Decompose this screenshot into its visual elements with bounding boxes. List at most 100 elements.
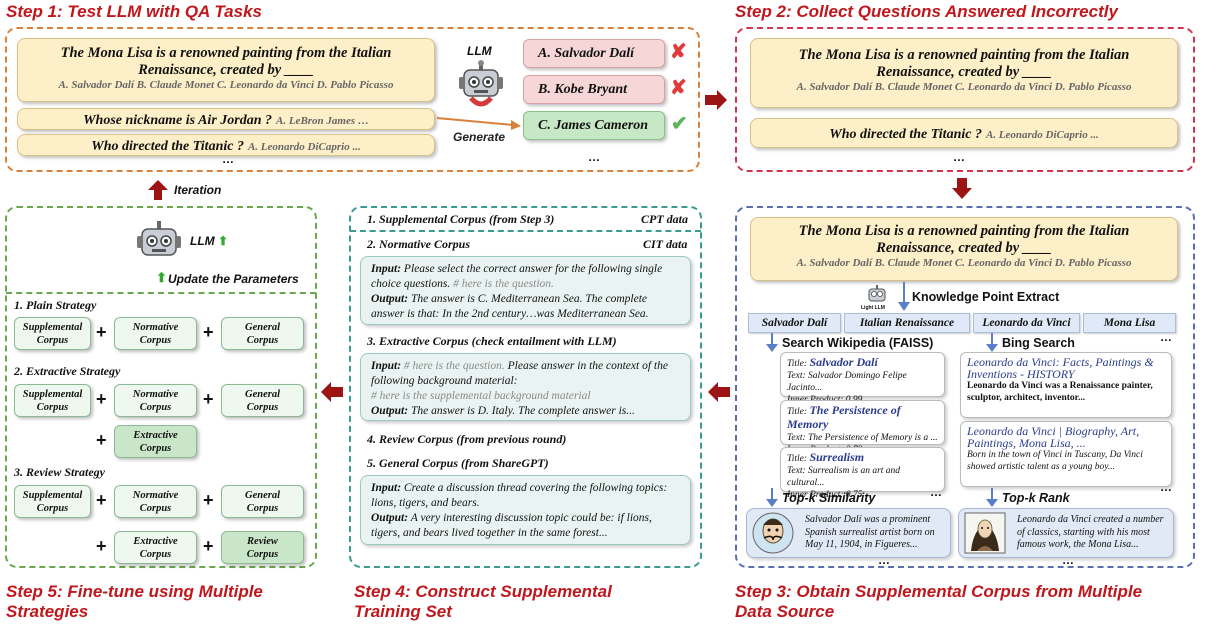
- step1-question-card: The Mona Lisa is a renowned painting fro…: [17, 38, 435, 102]
- input-label: Input:: [371, 482, 402, 494]
- step1-title: Step 1: Test LLM with QA Tasks: [6, 2, 262, 21]
- flow-arrow-down-icon: [952, 178, 972, 199]
- flow-arrow-left-icon: [321, 382, 343, 402]
- cit-data-tag: CIT data: [643, 237, 688, 251]
- rev-l1: Review: [247, 535, 278, 547]
- step1-questions-dots: …: [222, 152, 234, 166]
- step3-panel: [735, 206, 1195, 568]
- q2-text: Whose nickname is Air Jordan ?: [83, 113, 272, 128]
- answer-1-text: A. Salvador Dalí: [538, 46, 635, 61]
- output-text: The answer is C. Mediterranean Sea. The …: [371, 293, 649, 320]
- iteration-arrow-up-icon: [148, 180, 168, 200]
- summary-left-dots: …: [878, 553, 890, 567]
- output-label: Output:: [371, 405, 409, 417]
- cpt-data-tag: CPT data: [641, 212, 688, 226]
- generate-arrow: [436, 117, 521, 130]
- strategy-title-extractive: 2. Extractive Strategy: [14, 364, 121, 378]
- flow-arrow-right-icon: [705, 90, 727, 110]
- wiki-dots: …: [930, 485, 942, 499]
- question-line1: The Mona Lisa is a renowned painting fro…: [798, 47, 1130, 63]
- bing-title: Leonardo da Vinci | Biography, Art, Pain…: [967, 424, 1140, 450]
- input-placeholder: # here is the question.: [403, 360, 505, 372]
- plus-sign: +: [203, 536, 214, 556]
- step1-question3-card: Who directed the Titanic ? A. Leonardo D…: [17, 134, 435, 156]
- wiki-text: Text: Salvador Domingo Felipe Jacinto...: [787, 371, 907, 393]
- q3-hint: A. Leonardo DiCaprio ...: [247, 141, 361, 153]
- question-options: A. Salvador Dalí B. Claude Monet C. Leon…: [58, 79, 394, 91]
- up-arrow-icon: ⬆: [218, 234, 229, 248]
- keyword-tag: Italian Renaissance: [844, 313, 970, 333]
- down-arrow-icon: [766, 333, 778, 352]
- knowledge-extract-label: Knowledge Point Extract: [912, 290, 1060, 304]
- topk-similarity-label: Top-k Similarity: [782, 491, 876, 505]
- light-llm-label: Light LLM: [861, 305, 885, 311]
- plus-sign: +: [96, 322, 107, 342]
- supp-l1: Supplemental: [22, 321, 83, 333]
- summary-left-text: Salvador Dalí was a prominent Spanish su…: [805, 514, 935, 550]
- dali-portrait-icon: [752, 512, 794, 554]
- step2-title: Step 2: Collect Questions Answered Incor…: [735, 2, 1118, 21]
- general-corpus-example: Input: Create a discussion thread coveri…: [360, 475, 691, 545]
- question-line1: The Mona Lisa is a renowned painting fro…: [798, 223, 1130, 239]
- normative-corpus-example: Input: Please select the correct answer …: [360, 256, 691, 325]
- norm-l1: Normative: [132, 321, 179, 333]
- wiki-text: Text: Surrealism is an art and cultural.…: [787, 466, 901, 488]
- norm-l2: Corpus: [139, 401, 172, 413]
- robot-icon: [137, 221, 181, 256]
- bing-text: Leonardo da Vinci was a Renaissance pain…: [967, 381, 1153, 403]
- keyword-tag: Mona Lisa: [1083, 313, 1176, 333]
- bing-text: Born in the town of Vinci in Tuscany, Da…: [967, 450, 1143, 472]
- input-placeholder: # here is the question.: [453, 278, 554, 290]
- step5-panel: [5, 206, 317, 568]
- title-label: Title:: [787, 454, 808, 464]
- keyword-tag: Leonardo da Vinci: [973, 313, 1080, 333]
- plus-sign: +: [203, 389, 214, 409]
- strategy-title-plain: 1. Plain Strategy: [14, 298, 97, 312]
- step2-question-card: The Mona Lisa is a renowned painting fro…: [750, 38, 1178, 108]
- wrong-mark-icon: ✘: [670, 41, 687, 63]
- input-placeholder-2: # here is the supplemental background ma…: [371, 390, 591, 402]
- generate-label: Generate: [453, 130, 506, 144]
- bing-title: Leonardo da Vinci: Facts, Paintings & In…: [967, 355, 1154, 381]
- update-arrow-icon: ⬆: [156, 270, 167, 285]
- answer-wrong-1: A. Salvador Dalí: [523, 39, 665, 68]
- step2-q2-hint: A. Leonardo DiCaprio ...: [985, 129, 1099, 141]
- plus-sign: +: [96, 389, 107, 409]
- answer-wrong-2: B. Kobe Bryant: [523, 75, 665, 104]
- down-arrow-icon: [766, 488, 778, 507]
- q3-text: Who directed the Titanic ?: [91, 139, 244, 154]
- step5-title-line2: Strategies: [6, 602, 89, 621]
- title-label: Title:: [787, 407, 808, 417]
- plus-sign: +: [96, 536, 107, 556]
- step4-panel: [349, 206, 702, 568]
- step1-panel: [5, 27, 700, 172]
- question-line2: Renaissance, created by ____: [138, 62, 314, 78]
- corpus1-title: 1. Supplemental Corpus (from Step 3): [367, 212, 555, 226]
- supp-l2: Corpus: [36, 334, 69, 346]
- corpus4-title: 4. Review Corpus (from previous round): [367, 432, 567, 446]
- step3-title-line1: Step 3: Obtain Supplemental Corpus from …: [735, 582, 1143, 601]
- gen-l1: General: [245, 489, 280, 501]
- wiki-title: The Persistence of Memory: [787, 403, 901, 431]
- plus-sign: +: [96, 430, 107, 450]
- step2-dots: …: [953, 150, 965, 164]
- input-text: Create a discussion thread covering the …: [371, 482, 668, 509]
- wiki-score: Inner Product: 0.75: [787, 490, 863, 500]
- ext-l1: Extractive: [133, 535, 178, 547]
- q2-hint: A. LeBron James …: [276, 115, 369, 127]
- iteration-label: Iteration: [174, 183, 222, 197]
- input-label: Input:: [371, 360, 402, 372]
- wrong-mark-icon: ✘: [670, 77, 687, 99]
- question-options: A. Salvador Dalí B. Claude Monet C. Leon…: [796, 81, 1132, 93]
- flow-arrow-left-icon: [708, 382, 730, 402]
- output-label: Output:: [371, 293, 409, 305]
- step1-llm-label: LLM: [467, 44, 492, 58]
- question-line1: The Mona Lisa is a renowned painting fro…: [60, 45, 392, 61]
- wiki-title: Salvador Dalí: [809, 355, 878, 369]
- corpus2-title: 2. Normative Corpus: [367, 237, 471, 251]
